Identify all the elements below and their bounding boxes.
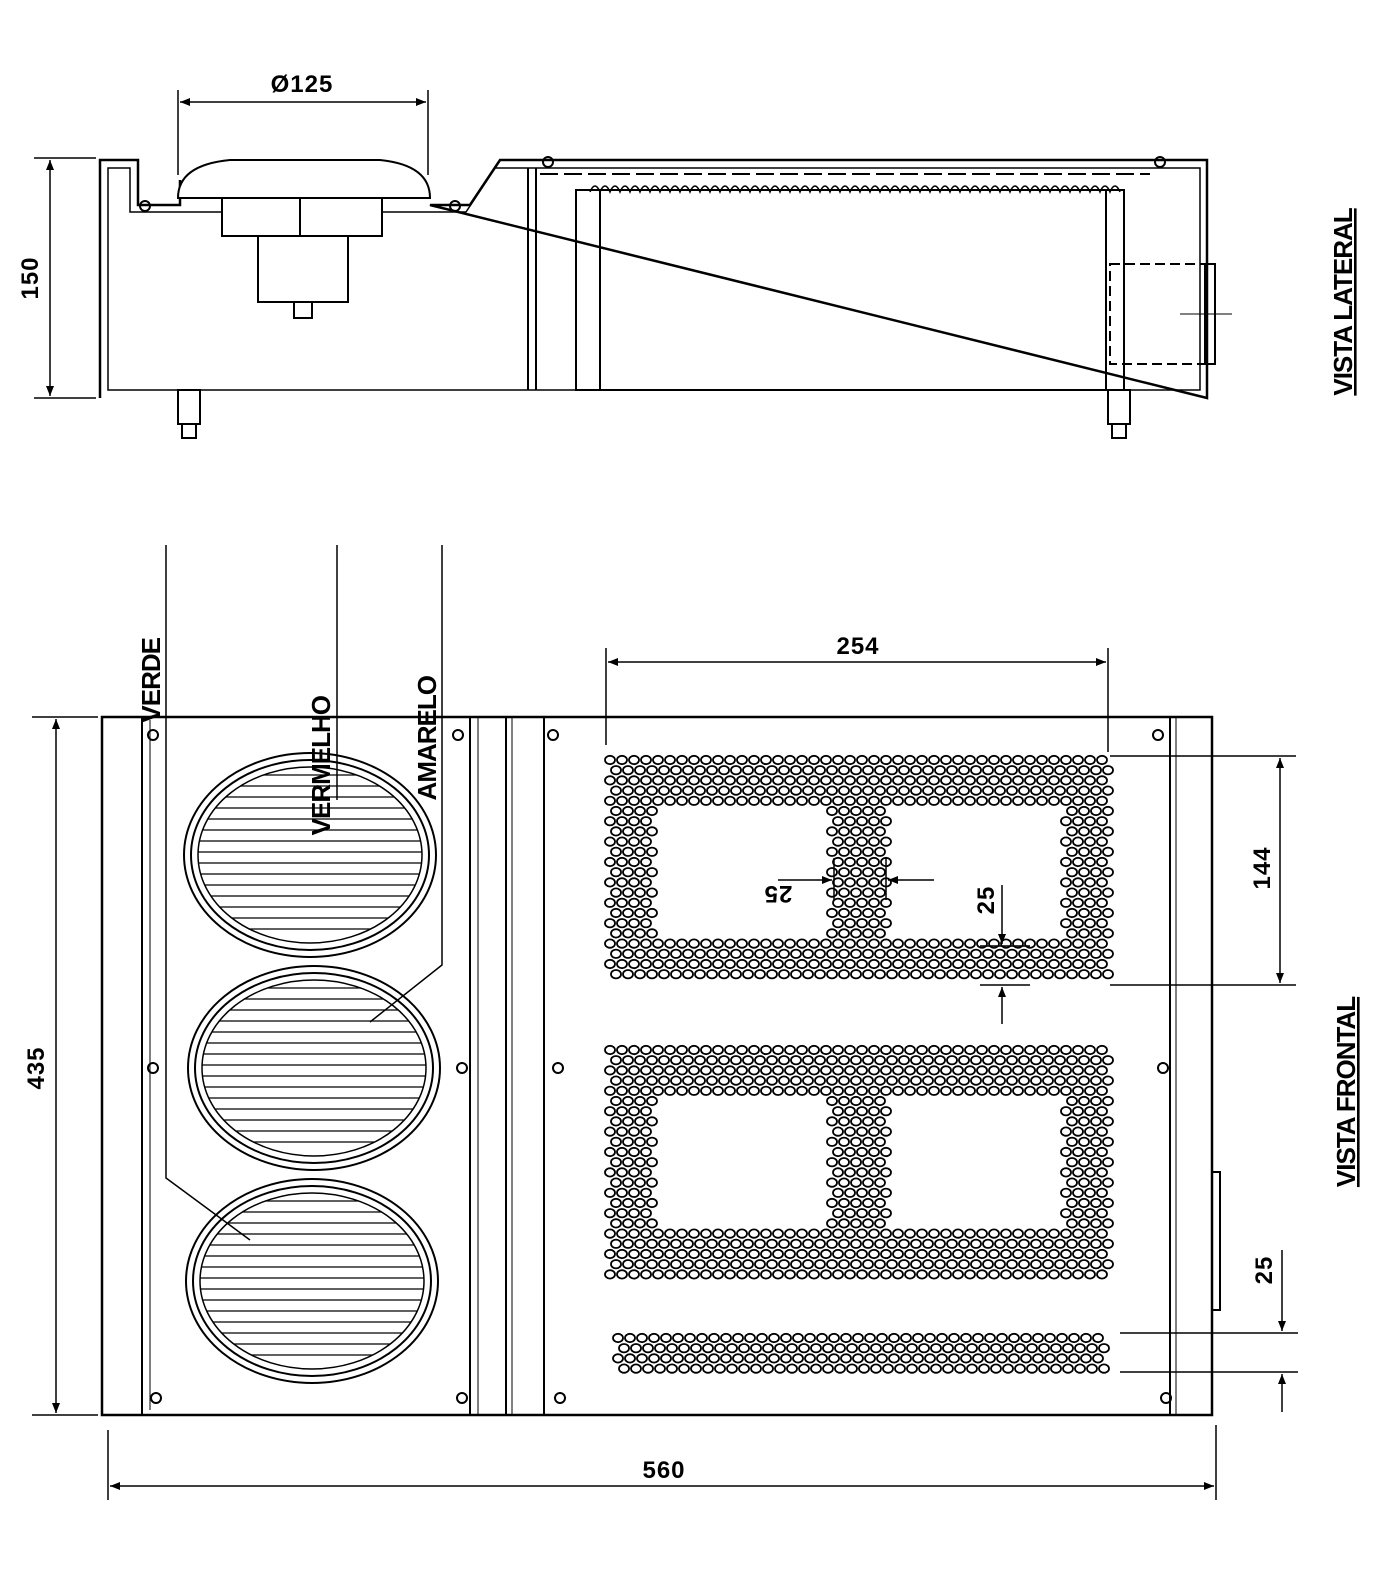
- dim-spacing-vertical: 25: [973, 886, 1000, 915]
- lamp-yellow: [187, 965, 441, 1171]
- dim-frontal-height: 435: [23, 1046, 50, 1089]
- frontal-view: [100, 715, 1221, 1417]
- lamp-red: [183, 752, 437, 958]
- dim-grille-height: 144: [1249, 846, 1276, 889]
- fin-wave: [589, 185, 1121, 194]
- lateral-heat-fins: [589, 185, 1121, 194]
- perforated-grille: [604, 754, 1114, 1374]
- dim-spacing-horizontal: 25: [764, 880, 793, 907]
- dim-bottom-strip: 25: [1251, 1256, 1278, 1285]
- label-verde: VERDE: [136, 637, 166, 722]
- dim-frontal-width: 560: [642, 1457, 685, 1484]
- dim-diameter: Ø125: [271, 71, 334, 98]
- label-amarelo: AMARELO: [412, 675, 442, 800]
- title-vista-lateral: VISTA LATERAL: [1328, 207, 1358, 395]
- lamp-leaders: [165, 545, 443, 1241]
- frontal-dimensions: [32, 648, 1298, 1500]
- title-vista-frontal: VISTA FRONTAL: [1331, 996, 1361, 1187]
- dim-lateral-height: 150: [17, 256, 44, 299]
- label-vermelho: VERMELHO: [306, 695, 336, 835]
- lamp-green: [185, 1178, 439, 1384]
- dim-grille-width: 254: [836, 633, 879, 660]
- lateral-dimensions: [34, 90, 429, 399]
- lateral-view: [98, 156, 1232, 439]
- signal-lamps: [183, 752, 441, 1384]
